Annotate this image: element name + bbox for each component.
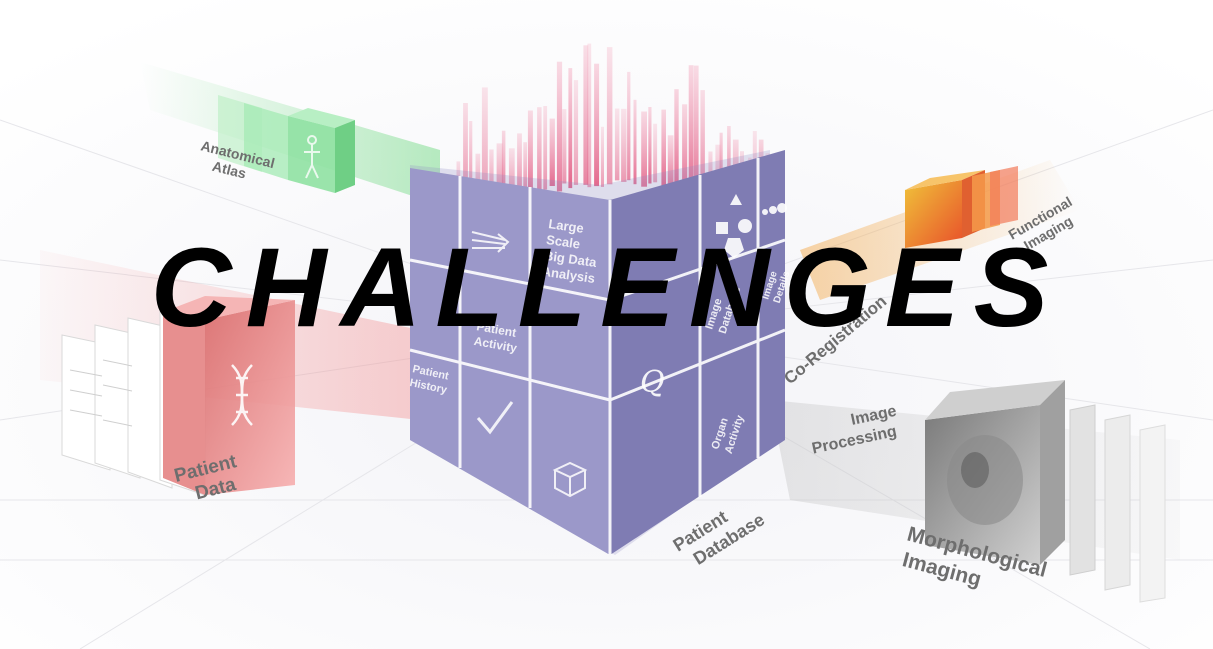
data-bar [556,61,563,192]
cube-label-large-scale: Large Scale Big Data Analysis [541,216,606,286]
data-bar [537,107,542,190]
data-bar [489,149,494,205]
data-bar [568,68,573,189]
human-figure-icon [304,135,320,179]
data-bar [594,63,600,187]
data-bar [621,108,627,182]
data-bar [583,45,589,185]
q-icon: Q [640,365,665,400]
data-bar [496,143,503,198]
data-bar [667,135,674,187]
check-icon [476,401,514,435]
data-bar [543,106,548,190]
data-bar [549,118,555,186]
headline-title: CHALLENGES [150,225,1063,350]
data-bar [527,110,533,189]
arrows-icon [471,231,510,253]
data-bar [674,89,679,192]
data-bar [517,133,522,195]
anatomical-atlas-beam [140,62,440,205]
data-bar [688,65,694,191]
data-bar [682,104,688,189]
data-bar [463,103,468,204]
data-bar [614,108,620,181]
data-bar [719,132,723,197]
data-bar [653,123,658,183]
data-bar [573,80,579,185]
data-bar [481,87,488,199]
data-bar [606,47,613,185]
functional-imaging-beam [800,160,1080,300]
data-bar [648,107,652,184]
morphological-imaging-beam [770,380,1180,603]
data-bar [600,126,604,187]
data-bar [693,65,699,188]
dna-icon [231,364,253,426]
data-cube: Q Large Scale Big Data Analysis Patient … [408,150,793,555]
data-bar [469,121,473,208]
patient-data-beam [40,250,420,496]
box-icon [552,461,588,498]
data-bar [641,111,647,187]
data-bar [523,142,527,195]
data-bar [562,109,567,184]
data-bar [627,71,631,181]
data-bar [661,109,666,186]
data-bar [700,90,705,195]
shapes-icon [716,194,752,258]
dots-icon [762,203,787,215]
data-bar [633,99,637,185]
data-bar [587,43,592,188]
data-bar [508,148,515,196]
data-bar [501,130,506,199]
data-bar [727,126,731,194]
